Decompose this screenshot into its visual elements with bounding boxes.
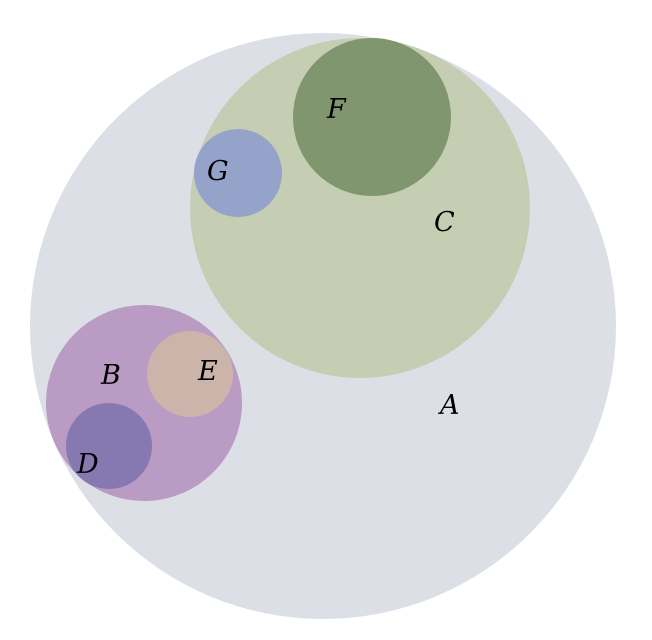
set-label-d: D: [76, 449, 99, 480]
set-label-e: E: [197, 356, 218, 387]
set-label-f: F: [326, 94, 347, 125]
set-label-c: C: [434, 207, 455, 238]
set-label-b: B: [100, 360, 121, 391]
set-circle-d: [66, 403, 152, 489]
set-label-g: G: [207, 156, 229, 187]
set-label-a: A: [437, 390, 460, 421]
set-circle-g: [194, 129, 282, 217]
set-circle-f: [293, 38, 451, 196]
set-circle-e: [147, 331, 233, 417]
